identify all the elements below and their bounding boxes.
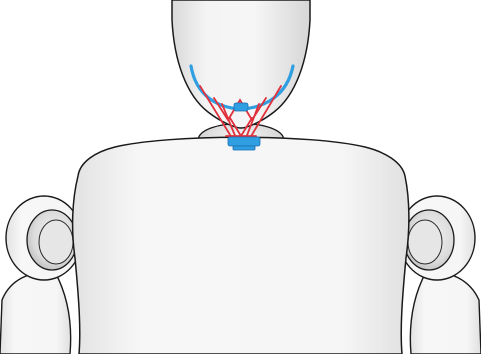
right-upper-arm [410, 272, 481, 354]
left-upper-arm [0, 272, 71, 354]
left-shoulder-joint [6, 196, 82, 280]
right-shoulder-joint [399, 196, 475, 280]
torso [73, 137, 409, 354]
